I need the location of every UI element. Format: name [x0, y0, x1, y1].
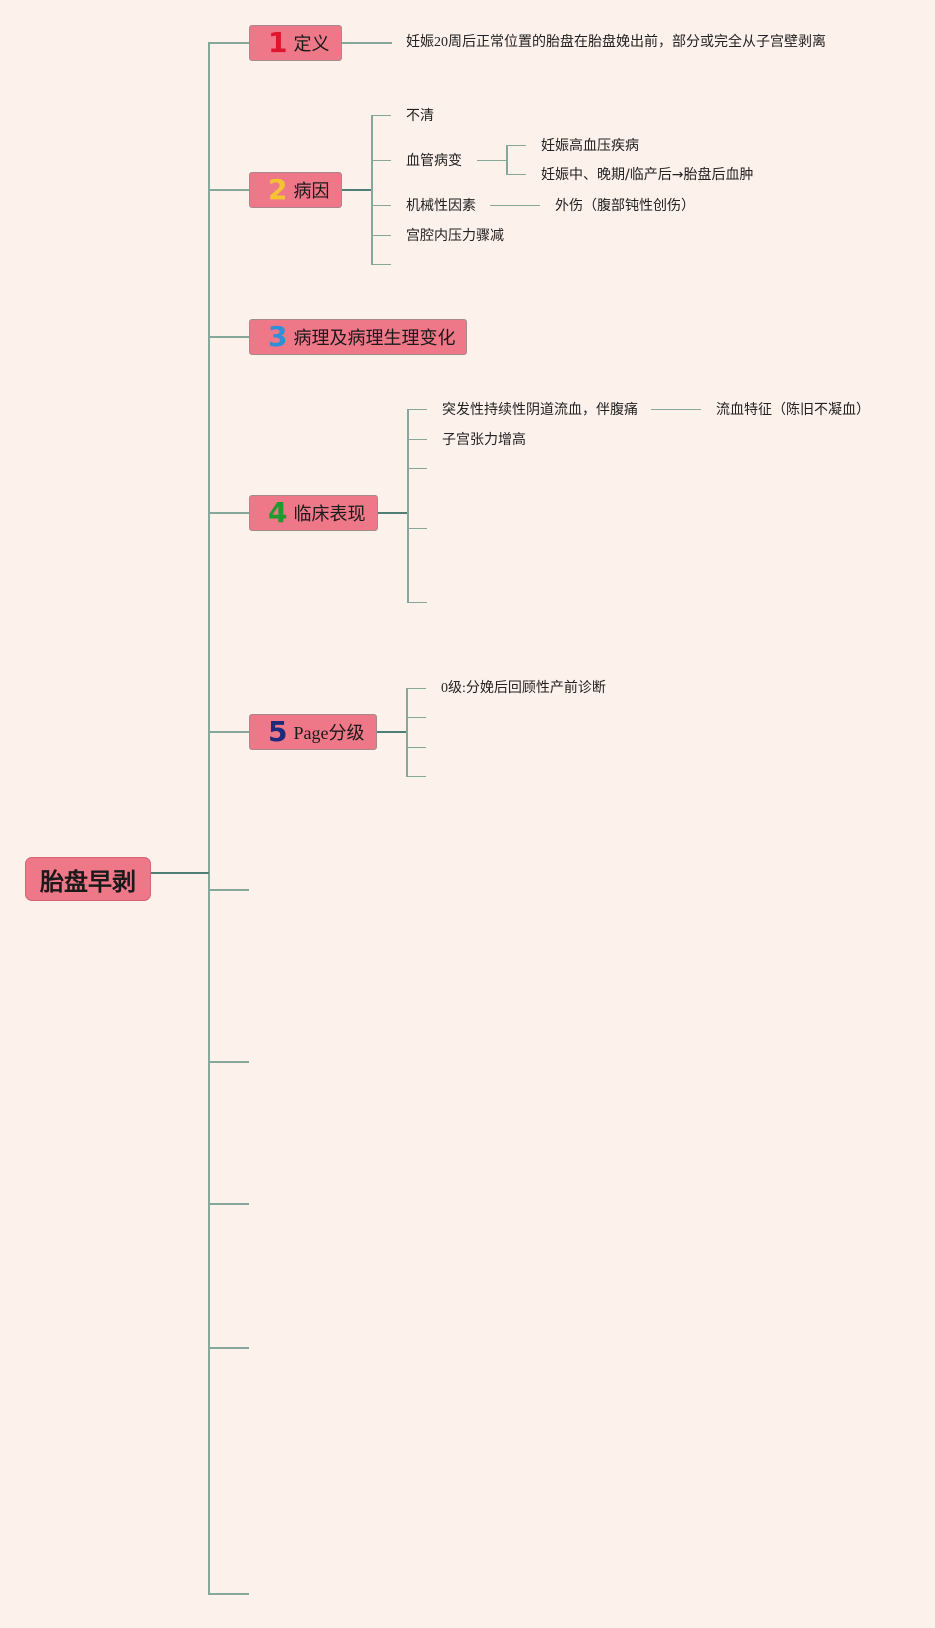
- branch-5-connector: [209, 731, 249, 733]
- topic-pathology[interactable]: 3 病理及病理生理变化: [249, 319, 467, 355]
- empty-branch-connector: [209, 1593, 249, 1595]
- empty-branch-connector: [209, 889, 249, 891]
- topic-definition[interactable]: 1 定义: [249, 25, 342, 61]
- mechanical-connector: [490, 205, 540, 206]
- causes-tick: [371, 160, 391, 161]
- topic-clinical[interactable]: 4 临床表现: [249, 495, 378, 531]
- clinical-tick: [407, 409, 427, 410]
- cause-pressure-drop[interactable]: 宫腔内压力骤减: [406, 228, 504, 244]
- causes-tick: [371, 115, 391, 116]
- root-label: 胎盘早剥: [40, 867, 136, 896]
- main-spine-connector: [208, 42, 210, 1595]
- empty-branch-connector: [209, 1347, 249, 1349]
- branch-1-connector: [209, 42, 249, 44]
- number-3-icon: 3: [268, 320, 288, 353]
- clinical-tick: [407, 468, 427, 469]
- cause-unclear[interactable]: 不清: [406, 108, 434, 124]
- causes-tick: [371, 235, 391, 236]
- root-connector: [151, 872, 209, 874]
- number-1-icon: 1: [268, 26, 288, 59]
- topic-grading[interactable]: 5 Page分级: [249, 714, 377, 750]
- vascular-tick: [506, 174, 526, 175]
- clinical-bracket: [407, 409, 409, 603]
- causes-connector: [342, 189, 372, 191]
- grading-tick: [406, 688, 426, 689]
- grading-tick: [406, 717, 426, 718]
- topic-label: 定义: [293, 34, 330, 55]
- vascular-connector: [477, 160, 507, 161]
- vascular-tick: [506, 145, 526, 146]
- mechanical-child-trauma[interactable]: 外伤（腹部钝性创伤）: [555, 198, 695, 214]
- cause-mechanical[interactable]: 机械性因素: [406, 198, 476, 214]
- topic-causes[interactable]: 2 病因: [249, 172, 342, 208]
- grading-bracket: [406, 688, 408, 777]
- causes-bracket: [371, 115, 373, 265]
- topic-label: 临床表现: [293, 504, 366, 525]
- branch-3-connector: [209, 336, 249, 338]
- clinical-bleeding[interactable]: 突发性持续性阴道流血，伴腹痛: [442, 402, 638, 418]
- grading-tick: [406, 747, 426, 748]
- definition-connector: [342, 42, 392, 44]
- definition-text[interactable]: 妊娠20周后正常位置的胎盘在胎盘娩出前，部分或完全从子宫壁剥离: [406, 35, 826, 50]
- clinical-tick: [407, 439, 427, 440]
- topic-label: Page分级: [293, 723, 365, 743]
- clinical-tick: [407, 528, 427, 529]
- clinical-connector: [378, 512, 408, 514]
- vascular-child-hematoma[interactable]: 妊娠中、晚期/临产后→胎盘后血肿: [541, 167, 754, 183]
- number-2-icon: 2: [268, 173, 288, 206]
- cause-vascular[interactable]: 血管病变: [406, 153, 462, 169]
- bleeding-connector: [651, 409, 701, 410]
- root-node[interactable]: 胎盘早剥: [25, 857, 151, 901]
- vascular-bracket: [506, 145, 508, 175]
- topic-label: 病因: [293, 181, 330, 202]
- clinical-uterine-tone[interactable]: 子宫张力增高: [442, 432, 526, 448]
- clinical-tick: [407, 602, 427, 603]
- grade-0[interactable]: 0级:分娩后回顾性产前诊断: [441, 681, 606, 696]
- grading-connector: [377, 731, 407, 733]
- empty-branch-connector: [209, 1061, 249, 1063]
- bleeding-child-feature[interactable]: 流血特征（陈旧不凝血）: [716, 402, 870, 418]
- causes-tick: [371, 205, 391, 206]
- vascular-child-hypertension[interactable]: 妊娠高血压疾病: [541, 138, 639, 154]
- grading-tick: [406, 776, 426, 777]
- branch-2-connector: [209, 189, 249, 191]
- number-5-icon: 5: [268, 715, 288, 748]
- topic-label: 病理及病理生理变化: [293, 328, 456, 349]
- number-4-icon: 4: [268, 496, 288, 529]
- causes-tick: [371, 264, 391, 265]
- empty-branch-connector: [209, 1203, 249, 1205]
- branch-4-connector: [209, 512, 249, 514]
